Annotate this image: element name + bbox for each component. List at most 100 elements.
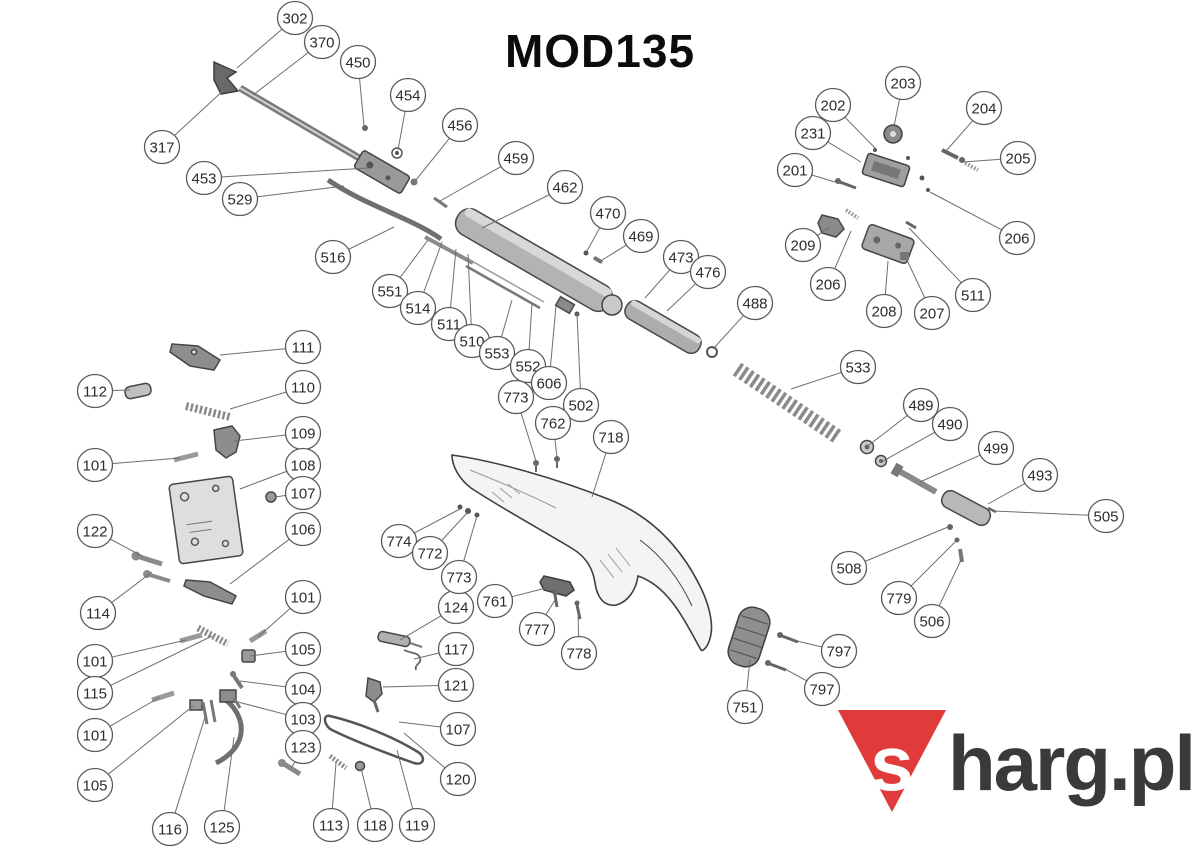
- callout-113: 113: [312, 762, 350, 843]
- svg-text:773: 773: [503, 390, 528, 407]
- svg-text:207: 207: [919, 306, 944, 323]
- callout-761: 761: [476, 583, 547, 619]
- callout-107: 107: [274, 475, 322, 511]
- callout-529: 529: [221, 181, 345, 217]
- svg-text:489: 489: [908, 398, 933, 415]
- svg-text:370: 370: [309, 35, 334, 52]
- callout-209: 209: [784, 226, 831, 263]
- svg-text:118: 118: [363, 818, 387, 835]
- receiver-cylinder-drawing: [454, 207, 623, 317]
- svg-text:101: 101: [82, 728, 107, 745]
- callout-462: 462: [481, 169, 584, 229]
- callout-120: 120: [403, 732, 477, 797]
- front-sight-drawing: [213, 60, 240, 95]
- svg-text:202: 202: [820, 98, 845, 115]
- svg-text:774: 774: [386, 534, 411, 551]
- callout-777: 777: [518, 599, 556, 647]
- svg-text:751: 751: [732, 700, 757, 717]
- svg-text:505: 505: [1093, 509, 1118, 526]
- svg-text:470: 470: [595, 206, 620, 223]
- callout-302: 302: [236, 0, 314, 69]
- callout-514: 514: [399, 241, 443, 326]
- washer-drawing: [391, 147, 403, 159]
- callout-101: 101: [76, 696, 161, 753]
- svg-text:514: 514: [405, 301, 430, 318]
- svg-text:108: 108: [290, 458, 315, 475]
- svg-text:450: 450: [345, 55, 370, 72]
- svg-text:302: 302: [282, 11, 307, 28]
- svg-text:502: 502: [568, 398, 593, 415]
- svg-text:454: 454: [395, 88, 420, 105]
- svg-text:114: 114: [86, 606, 110, 623]
- cocking-lever-drawing: [326, 177, 545, 310]
- parts-drawings: [124, 60, 997, 777]
- rear-sight-assembly-drawing: [817, 124, 979, 265]
- callout-116: 116: [151, 713, 207, 847]
- callouts-layer: 3023704504544564594624704694734764883174…: [76, 0, 1125, 847]
- callout-490: 490: [882, 406, 969, 462]
- trigger-blade-drawing: [214, 698, 244, 766]
- svg-text:203: 203: [890, 76, 915, 93]
- callout-552: 552: [509, 302, 547, 384]
- svg-text:105: 105: [290, 642, 315, 659]
- callout-469: 469: [598, 218, 660, 263]
- svg-text:797: 797: [809, 682, 834, 699]
- callout-450: 450: [339, 44, 377, 127]
- svg-text:231: 231: [800, 126, 825, 143]
- rail-block-drawing: [539, 575, 575, 597]
- svg-text:107: 107: [445, 722, 470, 739]
- svg-text:506: 506: [919, 614, 944, 631]
- callout-606: 606: [530, 305, 568, 401]
- svg-text:112: 112: [83, 384, 107, 401]
- svg-text:110: 110: [291, 380, 315, 397]
- callout-499: 499: [919, 430, 1015, 483]
- svg-text:490: 490: [937, 417, 962, 434]
- callout-111: 111: [219, 329, 322, 365]
- svg-text:779: 779: [886, 591, 911, 608]
- sear-drawing: [169, 343, 222, 371]
- svg-text:124: 124: [443, 600, 468, 617]
- svg-text:488: 488: [742, 296, 767, 313]
- svg-text:499: 499: [983, 441, 1008, 458]
- callout-533: 533: [790, 349, 877, 390]
- breech-block-drawing: [353, 150, 411, 194]
- svg-text:718: 718: [598, 430, 623, 447]
- svg-text:493: 493: [1027, 468, 1052, 485]
- svg-text:120: 120: [445, 772, 470, 789]
- svg-text:772: 772: [417, 546, 442, 563]
- callout-505: 505: [992, 498, 1125, 534]
- callout-453: 453: [185, 160, 369, 196]
- svg-text:115: 115: [83, 686, 107, 703]
- sharg-logo: s harg.pl: [838, 710, 1196, 812]
- logo-triangle: [838, 710, 946, 812]
- callout-231: 231: [794, 115, 862, 163]
- logo-letter-s: s: [870, 719, 913, 807]
- trigger-group-drawing: [124, 343, 366, 777]
- callout-488: 488: [712, 285, 774, 350]
- svg-text:105: 105: [82, 778, 107, 795]
- callout-454: 454: [389, 77, 427, 151]
- callout-119: 119: [396, 749, 436, 843]
- callout-112: 112: [76, 373, 131, 409]
- svg-text:797: 797: [826, 644, 851, 661]
- piston-parts-drawing: [859, 439, 997, 563]
- svg-text:104: 104: [290, 682, 315, 699]
- svg-text:761: 761: [482, 594, 507, 611]
- callout-201: 201: [776, 152, 843, 188]
- svg-text:209: 209: [790, 238, 815, 255]
- callout-773: 773: [497, 379, 537, 462]
- callout-124: 124: [399, 589, 475, 641]
- callout-516: 516: [314, 226, 395, 275]
- svg-text:516: 516: [320, 250, 345, 267]
- svg-text:206: 206: [1004, 231, 1029, 248]
- callout-506: 506: [913, 559, 962, 639]
- callout-206: 206: [809, 230, 852, 302]
- callout-122: 122: [76, 513, 143, 557]
- callout-476: 476: [666, 254, 727, 312]
- callout-778: 778: [560, 611, 598, 671]
- svg-text:453: 453: [191, 171, 216, 188]
- svg-text:121: 121: [443, 678, 468, 695]
- end-cap-drawing: [601, 294, 623, 316]
- svg-text:510: 510: [459, 334, 484, 351]
- svg-text:103: 103: [290, 712, 315, 729]
